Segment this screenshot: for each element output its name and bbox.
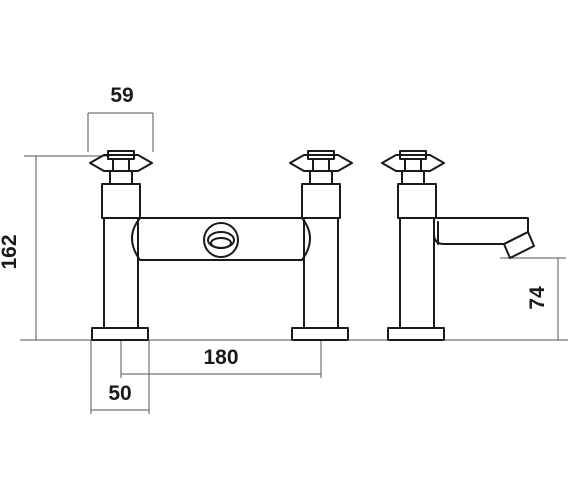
left-tap-front-view [89, 150, 153, 341]
dimension-base-width: 50 [108, 382, 131, 405]
tap-side-view [381, 150, 535, 341]
right-tap-front-view [289, 150, 353, 341]
dimension-lines [20, 112, 568, 414]
dimension-handle-width: 59 [110, 84, 133, 107]
spout-front-view [131, 217, 311, 261]
dimension-height-total: 162 [0, 234, 21, 269]
dimension-spout-height: 74 [526, 286, 549, 310]
dimension-tap-centres: 180 [203, 346, 238, 369]
